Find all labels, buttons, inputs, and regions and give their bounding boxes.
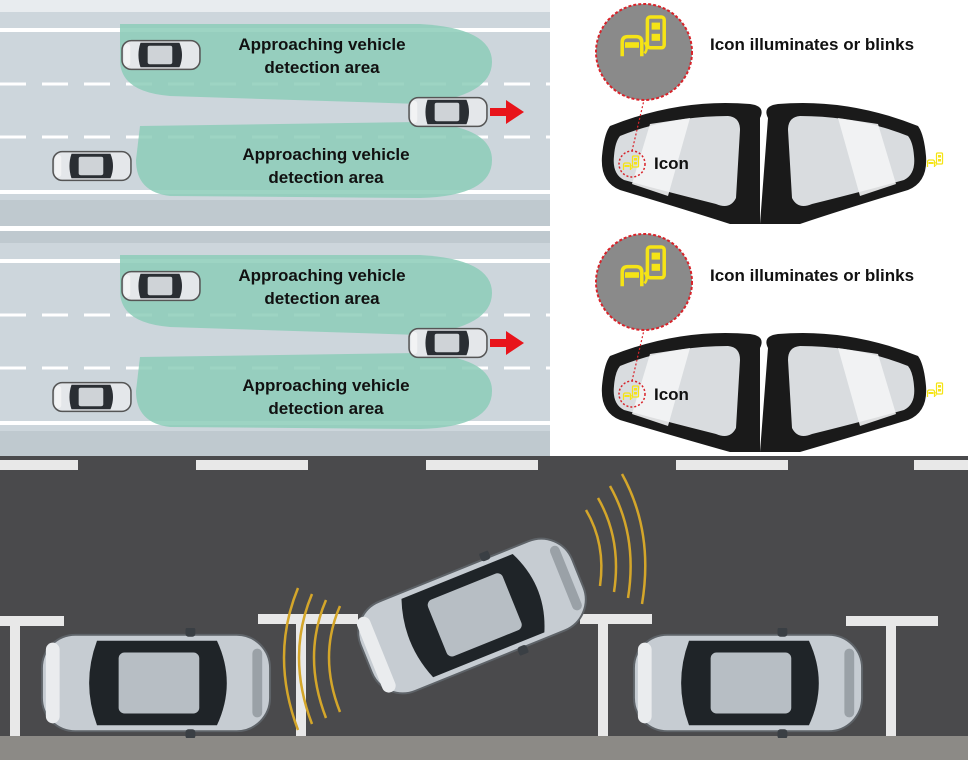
direction-arrow-icon — [490, 100, 524, 124]
car-icon — [52, 150, 132, 182]
callout-text: Icon illuminates or blinks — [710, 35, 915, 54]
car-icon — [408, 327, 488, 359]
mirror-diagram-2-graphic — [595, 233, 944, 452]
icon-callout-circle — [595, 233, 693, 331]
blind-spot-monitor-icon — [926, 152, 944, 168]
blind-spot-monitor-icon — [926, 382, 944, 398]
car-icon — [52, 381, 132, 413]
direction-arrow-icon — [490, 331, 524, 355]
parked-car-right — [632, 628, 864, 738]
parking-lot-panel — [0, 456, 968, 760]
car-icon — [121, 39, 201, 71]
mirror-diagram-panel-1: Icon illuminates or blinks Icon — [560, 0, 968, 228]
car-icon — [121, 270, 201, 302]
icon-label: Icon — [654, 154, 689, 173]
callout-text: Icon illuminates or blinks — [710, 266, 915, 285]
icon-label: Icon — [654, 385, 689, 404]
road-diagram-1-graphic — [0, 0, 550, 226]
sensor-wave-icon — [282, 473, 647, 731]
road-diagram-2-graphic — [0, 231, 550, 457]
mirror-diagram-1-graphic — [595, 3, 944, 224]
icon-callout-circle — [595, 3, 693, 101]
parking-lot-graphic — [0, 456, 968, 760]
parked-car-left — [40, 628, 272, 738]
mirror-diagram-panel-2: Icon illuminates or blinks Icon — [560, 230, 968, 456]
car-icon — [408, 96, 488, 128]
